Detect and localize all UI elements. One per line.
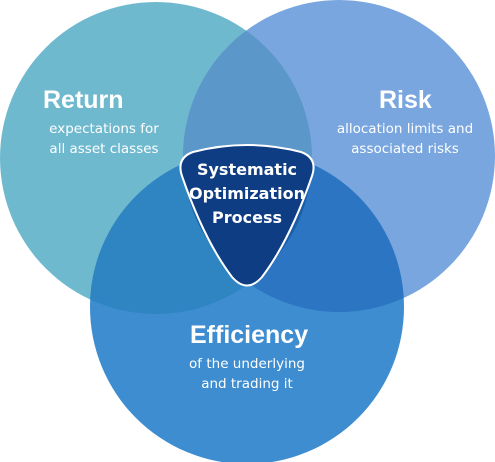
center-label-line-2: Optimization [189,184,305,203]
center-badge [179,144,315,287]
center-label: Systematic Optimization Process [187,158,307,230]
risk-title: Risk [379,86,432,114]
efficiency-description-line-2: and trading it [201,376,293,392]
efficiency-title: Efficiency [190,321,309,349]
risk-description: allocation limits and associated risks [325,119,485,159]
risk-description-line-1: allocation limits and [336,121,474,137]
center-label-line-3: Process [212,208,282,227]
efficiency-description: of the underlying and trading it [177,354,317,394]
center-label-line-1: Systematic [196,160,298,179]
efficiency-description-line-1: of the underlying [189,356,305,372]
return-title: Return [43,86,124,114]
risk-description-line-2: associated risks [351,141,459,157]
return-description-line-2: all asset classes [49,141,159,157]
return-description: expectations for all asset classes [34,119,174,159]
return-description-line-1: expectations for [49,121,159,137]
